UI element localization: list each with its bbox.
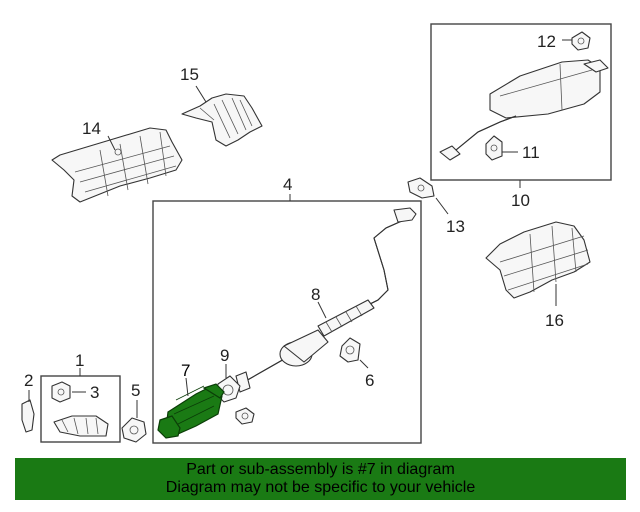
banner-line-2: Diagram may not be specific to your vehi… [165, 479, 476, 496]
banner-line-1: Part or sub-assembly is #7 in diagram [186, 461, 455, 478]
callout-5: 5 [131, 381, 140, 400]
hanger-6 [339, 337, 361, 363]
callout-3: 3 [90, 383, 99, 402]
heat-shield-14 [51, 127, 183, 203]
notice-banner: Part or sub-assembly is #7 in diagram Di… [15, 458, 626, 500]
callout-14: 14 [82, 119, 101, 138]
assembly-box-10 [430, 23, 612, 181]
gasket-5 [121, 417, 147, 443]
front-pipe-8 [235, 207, 417, 393]
hanger-11 [485, 135, 503, 161]
callout-4: 4 [283, 175, 292, 194]
callout-9: 9 [220, 346, 229, 365]
callout-13: 13 [446, 217, 465, 236]
nut [235, 407, 255, 425]
gasket-13 [407, 177, 435, 199]
callout-1: 1 [75, 351, 84, 370]
catalytic-converter-7 [157, 383, 225, 439]
callout-8: 8 [311, 285, 320, 304]
hanger-12 [571, 31, 591, 51]
callout-16: 16 [545, 311, 564, 330]
heat-shield-16 [485, 221, 591, 299]
heat-shield-15 [181, 93, 263, 147]
gasket-3 [51, 381, 71, 403]
callout-6: 6 [365, 371, 374, 390]
gasket-2 [21, 399, 35, 433]
callout-7: 7 [181, 361, 190, 380]
converter-assembly-1 [53, 415, 109, 437]
muffler-10 [439, 59, 609, 161]
callout-2: 2 [24, 371, 33, 390]
leader-lines [28, 39, 572, 418]
callout-15: 15 [180, 65, 199, 84]
assembly-box-4 [152, 200, 422, 444]
callout-10: 10 [511, 191, 530, 210]
callout-11: 11 [522, 143, 540, 162]
callout-12: 12 [537, 32, 556, 51]
